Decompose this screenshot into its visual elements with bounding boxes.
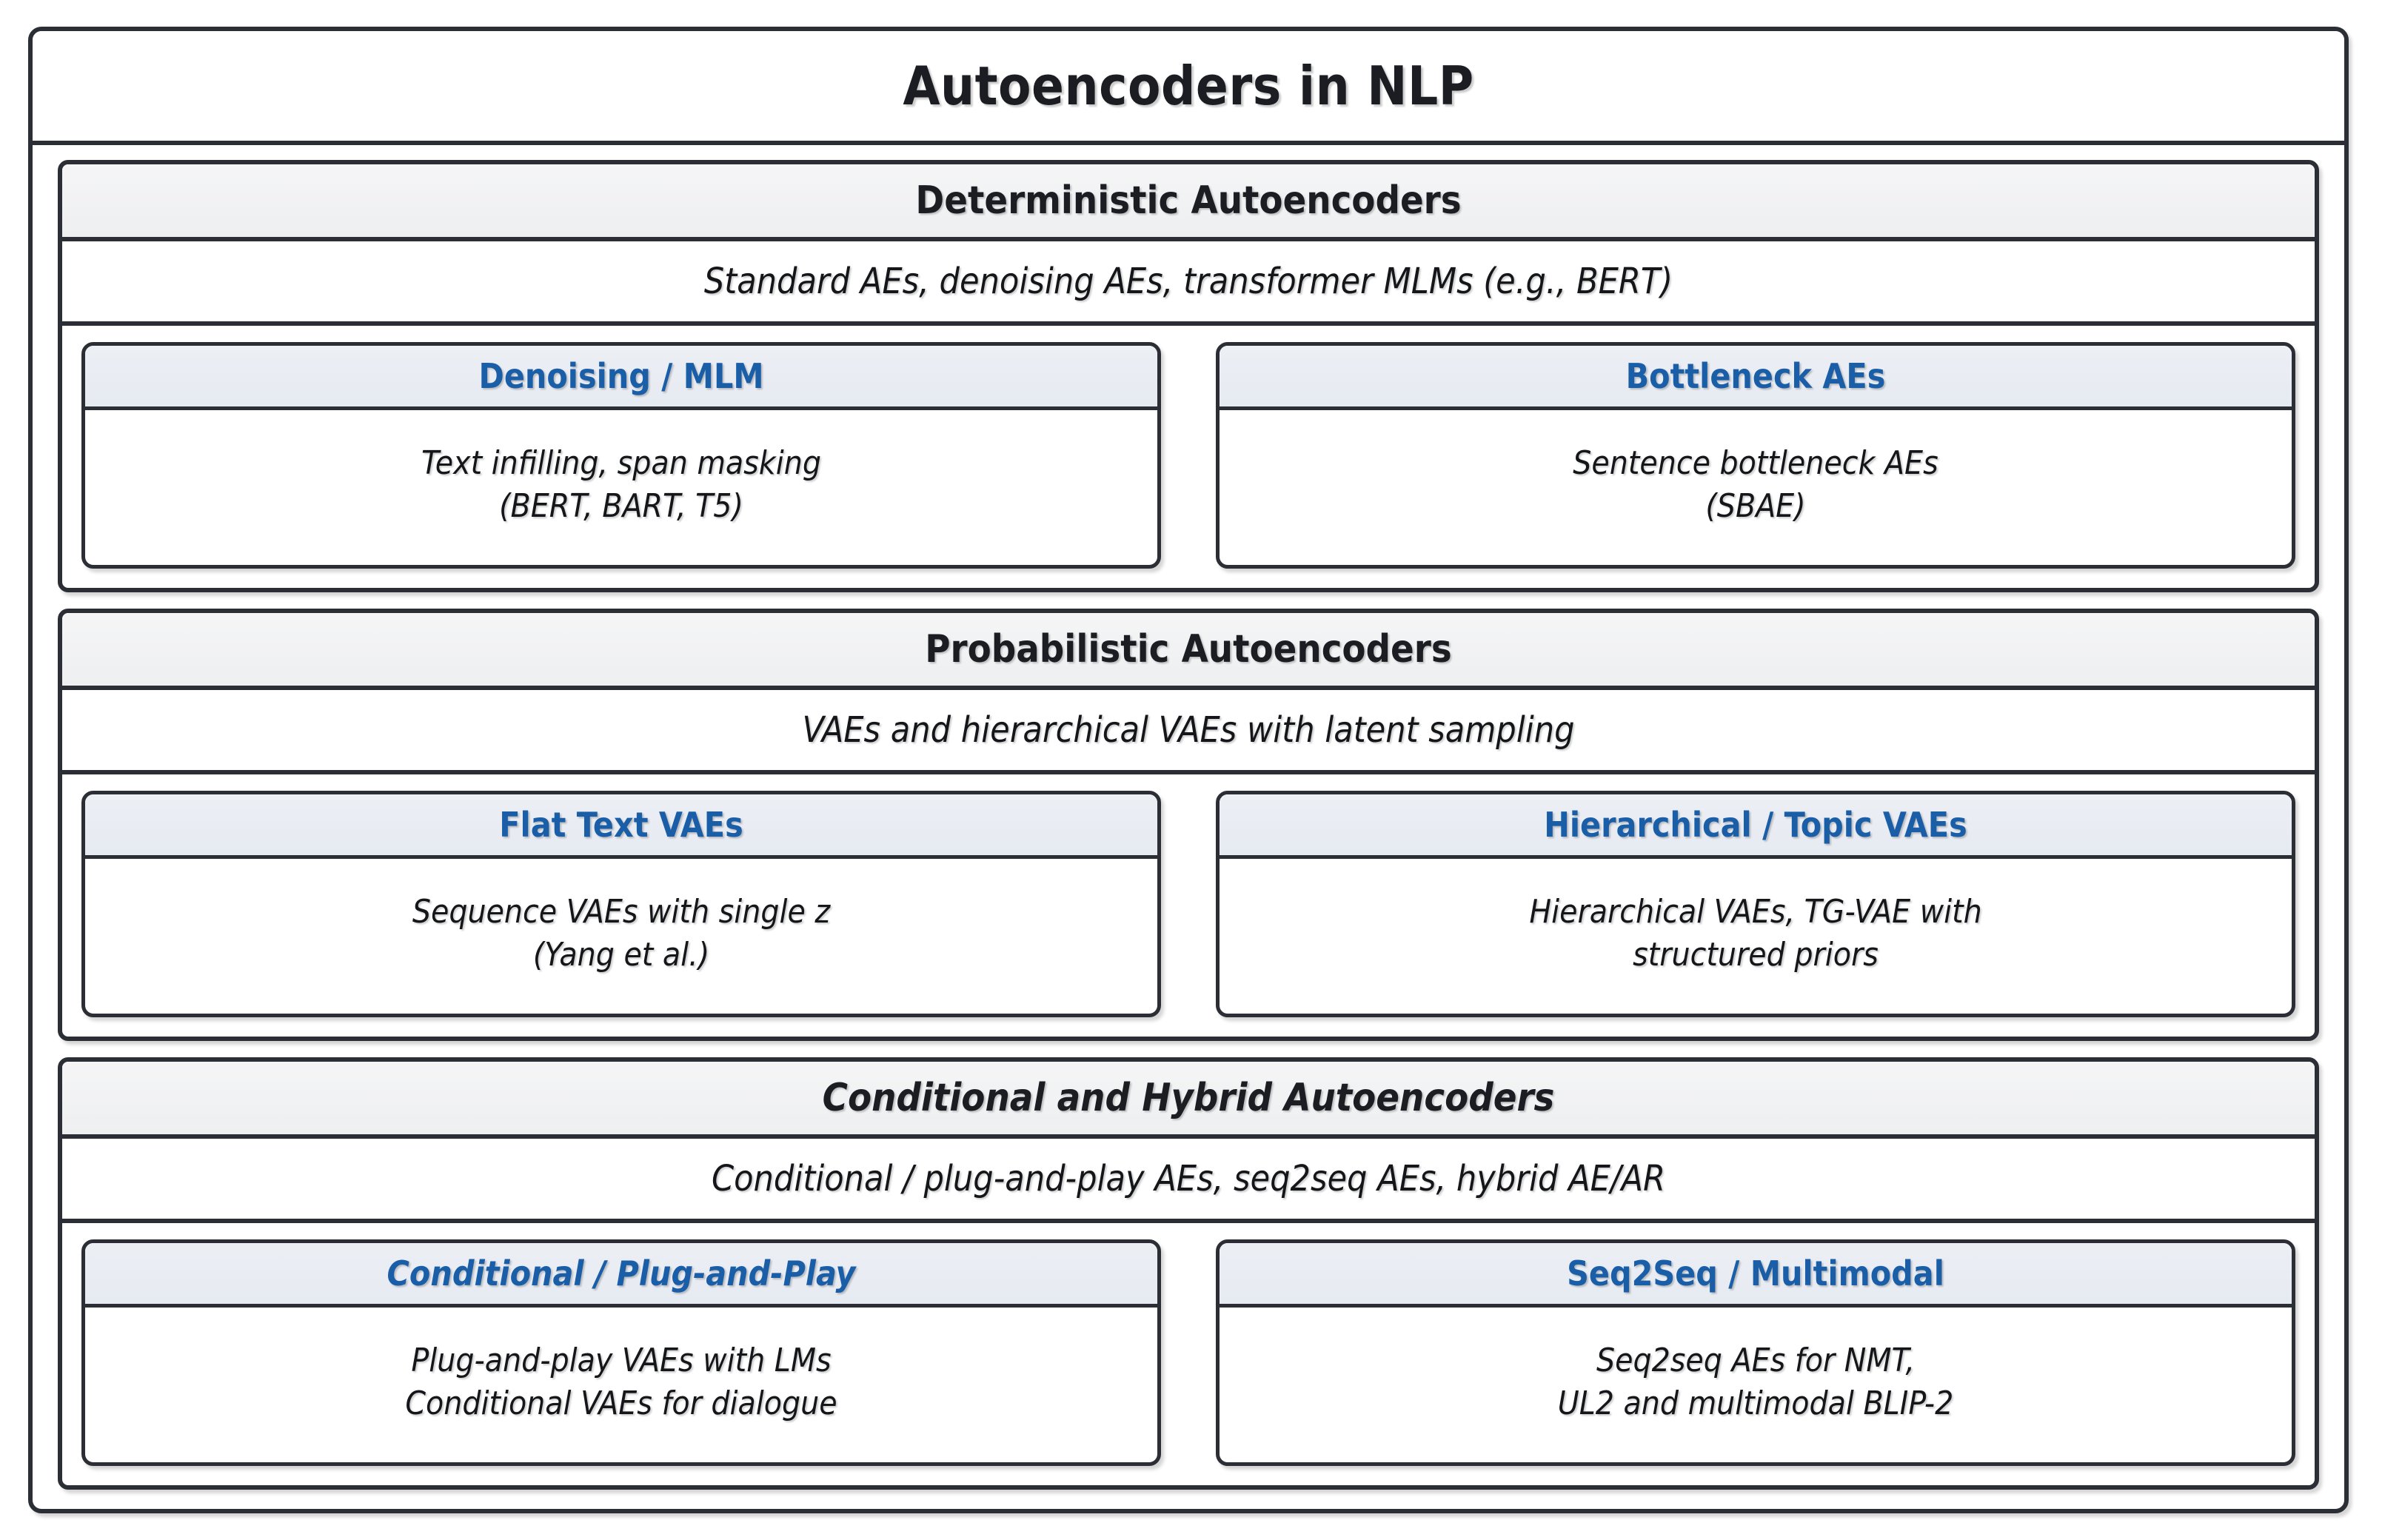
subcard-header: Flat Text VAEs (85, 794, 1157, 859)
section-deterministic-autoencoders: Deterministic Autoencoders Standard AEs,… (58, 160, 2319, 592)
diagram-frame: Autoencoders in NLP Deterministic Autoen… (28, 27, 2349, 1513)
subcard-line-2: (BERT, BART, T5) (499, 486, 743, 525)
subcard-header: Conditional / Plug-and-Play (85, 1243, 1157, 1308)
section-list: Deterministic Autoencoders Standard AEs,… (33, 145, 2344, 1509)
subcard-body: Text infilling, span masking (BERT, BART… (85, 410, 1157, 565)
subcard-body: Plug-and-play VAEs with LMs Conditional … (85, 1308, 1157, 1462)
section-summary: Conditional / plug-and-play AEs, seq2seq… (62, 1139, 2315, 1223)
subcard-row: Flat Text VAEs Sequence VAEs with single… (62, 774, 2315, 1037)
page-title-text: Autoencoders in NLP (903, 55, 1474, 117)
subcard-line-2: structured priors (1633, 935, 1879, 974)
subcard-body: Sentence bottleneck AEs (SBAE) (1220, 410, 2292, 565)
section-summary: Standard AEs, denoising AEs, transformer… (62, 241, 2315, 326)
section-summary-text: Conditional / plug-and-play AEs, seq2seq… (711, 1158, 1666, 1199)
subcard-line-1: Plug-and-play VAEs with LMs (411, 1342, 832, 1380)
subcard-header-text: Flat Text VAEs (499, 805, 743, 845)
section-header: Probabilistic Autoencoders (62, 613, 2315, 690)
section-summary-text: Standard AEs, denoising AEs, transformer… (703, 261, 1673, 302)
subcard-line-2: Conditional VAEs for dialogue (405, 1384, 837, 1422)
subcard-bottleneck-aes: Bottleneck AEs Sentence bottleneck AEs (… (1216, 342, 2295, 569)
subcard-line-2: (SBAE) (1705, 486, 1806, 525)
subcard-line-1: Sequence VAEs with single z (412, 893, 831, 931)
subcard-header-text: Conditional / Plug-and-Play (387, 1253, 856, 1293)
subcard-line-2: (Yang et al.) (532, 935, 710, 974)
subcard-line-1: Sentence bottleneck AEs (1573, 444, 1938, 483)
subcard-line-2: UL2 and multimodal BLIP-2 (1557, 1384, 1954, 1422)
subcard-header: Seq2Seq / Multimodal (1220, 1243, 2292, 1308)
subcard-header-text: Hierarchical / Topic VAEs (1544, 805, 1967, 845)
subcard-header-text: Bottleneck AEs (1625, 356, 1886, 396)
subcard-conditional-plug-and-play: Conditional / Plug-and-Play Plug-and-pla… (81, 1239, 1161, 1466)
section-header-text: Deterministic Autoencoders (915, 178, 1462, 223)
section-summary: VAEs and hierarchical VAEs with latent s… (62, 690, 2315, 774)
section-header: Conditional and Hybrid Autoencoders (62, 1062, 2315, 1139)
subcard-body: Sequence VAEs with single z (Yang et al.… (85, 859, 1157, 1014)
subcard-denoising-mlm: Denoising / MLM Text infilling, span mas… (81, 342, 1161, 569)
section-header-text: Probabilistic Autoencoders (925, 627, 1452, 672)
subcard-line-1: Hierarchical VAEs, TG-VAE with (1529, 893, 1982, 931)
subcard-row: Conditional / Plug-and-Play Plug-and-pla… (62, 1223, 2315, 1485)
subcard-seq2seq-multimodal: Seq2Seq / Multimodal Seq2seq AEs for NMT… (1216, 1239, 2295, 1466)
section-header-text: Conditional and Hybrid Autoencoders (822, 1076, 1555, 1120)
subcard-header: Bottleneck AEs (1220, 346, 2292, 410)
section-conditional-hybrid-autoencoders: Conditional and Hybrid Autoencoders Cond… (58, 1057, 2319, 1490)
subcard-line-1: Seq2seq AEs for NMT, (1596, 1342, 1916, 1380)
subcard-row: Denoising / MLM Text infilling, span mas… (62, 326, 2315, 588)
subcard-header-text: Denoising / MLM (478, 356, 764, 396)
subcard-flat-text-vaes: Flat Text VAEs Sequence VAEs with single… (81, 791, 1161, 1017)
subcard-header: Hierarchical / Topic VAEs (1220, 794, 2292, 859)
subcard-body: Hierarchical VAEs, TG-VAE with structure… (1220, 859, 2292, 1014)
subcard-hierarchical-topic-vaes: Hierarchical / Topic VAEs Hierarchical V… (1216, 791, 2295, 1017)
subcard-header: Denoising / MLM (85, 346, 1157, 410)
subcard-line-1: Text infilling, span masking (421, 444, 821, 483)
section-header: Deterministic Autoencoders (62, 164, 2315, 241)
subcard-body: Seq2seq AEs for NMT, UL2 and multimodal … (1220, 1308, 2292, 1462)
section-probabilistic-autoencoders: Probabilistic Autoencoders VAEs and hier… (58, 609, 2319, 1041)
section-summary-text: VAEs and hierarchical VAEs with latent s… (802, 709, 1575, 751)
subcard-header-text: Seq2Seq / Multimodal (1567, 1253, 1944, 1293)
page-title: Autoencoders in NLP (33, 31, 2344, 145)
